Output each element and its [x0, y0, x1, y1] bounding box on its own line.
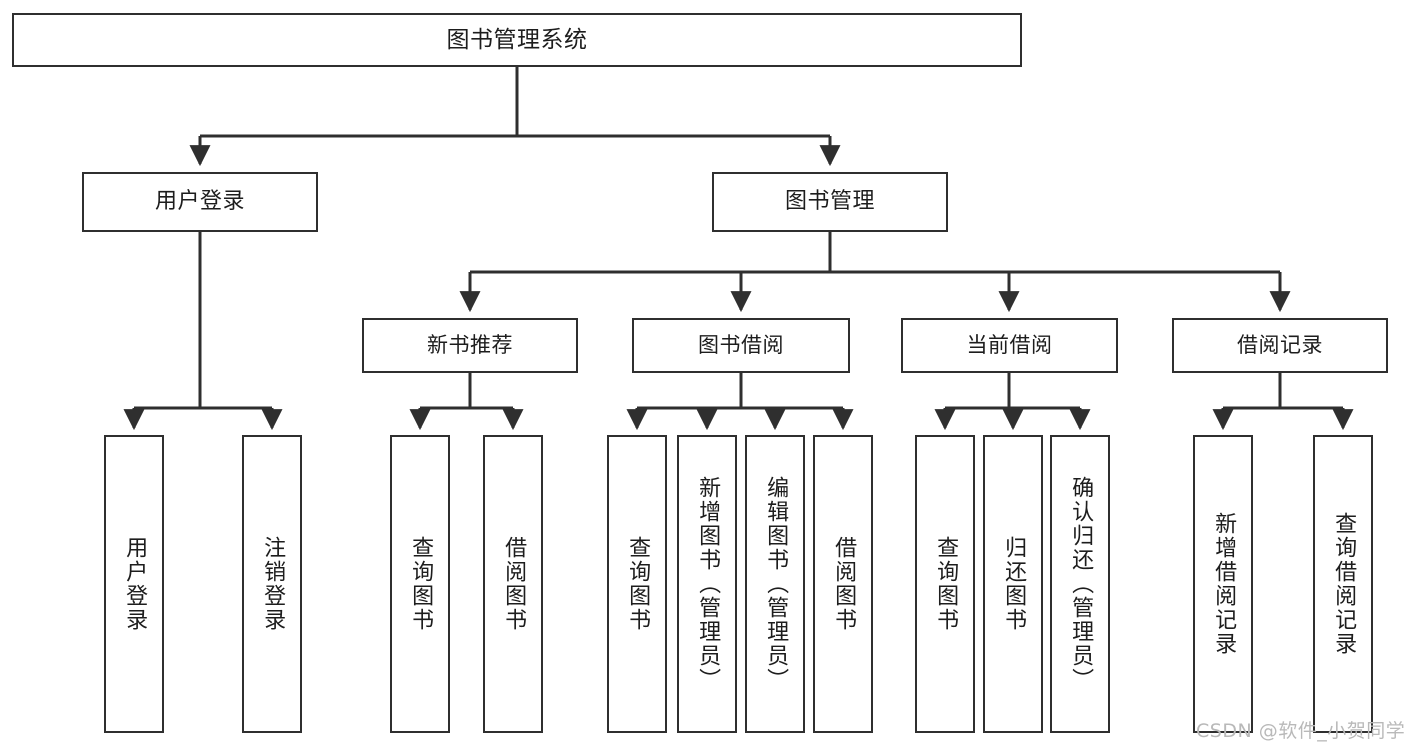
- node-leaf-logout-login-label: 注销登录: [260, 536, 286, 632]
- node-borrow-record-label: 借阅记录: [1237, 332, 1323, 357]
- node-book-borrow-label: 图书借阅: [698, 332, 784, 357]
- node-user-login[interactable]: 用户登录: [82, 172, 318, 232]
- node-leaf-borrow-book-1-label: 借阅图书: [501, 536, 527, 632]
- node-leaf-borrow-book-2[interactable]: 借阅图书: [813, 435, 873, 733]
- node-book-management-label: 图书管理: [784, 188, 875, 214]
- node-new-book-recommend-label: 新书推荐: [427, 332, 513, 357]
- node-leaf-user-login[interactable]: 用户登录: [104, 435, 164, 733]
- node-borrow-record[interactable]: 借阅记录: [1172, 318, 1388, 373]
- node-leaf-add-borrow-record-label: 新增借阅记录: [1211, 512, 1237, 656]
- node-leaf-return-book[interactable]: 归还图书: [983, 435, 1043, 733]
- node-leaf-edit-book[interactable]: 编辑图书（管理员）: [745, 435, 805, 733]
- node-current-borrow-label: 当前借阅: [966, 332, 1053, 357]
- node-leaf-query-borrow-record[interactable]: 查询借阅记录: [1313, 435, 1373, 733]
- node-leaf-query-book-3[interactable]: 查询图书: [915, 435, 975, 733]
- node-book-borrow[interactable]: 图书借阅: [632, 318, 850, 373]
- node-current-borrow[interactable]: 当前借阅: [901, 318, 1118, 373]
- node-leaf-query-book-2[interactable]: 查询图书: [607, 435, 667, 733]
- node-root[interactable]: 图书管理系统: [12, 13, 1022, 67]
- node-book-management[interactable]: 图书管理: [712, 172, 948, 232]
- node-leaf-query-book-1[interactable]: 查询图书: [390, 435, 450, 733]
- node-new-book-recommend[interactable]: 新书推荐: [362, 318, 578, 373]
- node-leaf-logout-login[interactable]: 注销登录: [242, 435, 302, 733]
- node-leaf-edit-book-label: 编辑图书（管理员）: [763, 476, 789, 692]
- node-user-login-label: 用户登录: [154, 188, 245, 214]
- node-leaf-confirm-return[interactable]: 确认归还（管理员）: [1050, 435, 1110, 733]
- node-leaf-confirm-return-label: 确认归还（管理员）: [1068, 476, 1094, 692]
- node-leaf-add-book-label: 新增图书（管理员）: [695, 476, 721, 692]
- node-leaf-return-book-label: 归还图书: [1001, 536, 1027, 632]
- node-leaf-query-book-3-label: 查询图书: [933, 536, 959, 632]
- node-leaf-borrow-book-2-label: 借阅图书: [831, 536, 857, 632]
- node-leaf-query-borrow-record-label: 查询借阅记录: [1331, 512, 1357, 656]
- node-leaf-borrow-book-1[interactable]: 借阅图书: [483, 435, 543, 733]
- node-leaf-add-borrow-record[interactable]: 新增借阅记录: [1193, 435, 1253, 733]
- node-root-label: 图书管理系统: [446, 26, 588, 53]
- node-leaf-query-book-2-label: 查询图书: [625, 536, 651, 632]
- node-leaf-query-book-1-label: 查询图书: [408, 536, 434, 632]
- watermark: CSDN @软件_小贺同学: [1196, 720, 1405, 742]
- node-leaf-user-login-label: 用户登录: [122, 536, 148, 632]
- node-leaf-add-book[interactable]: 新增图书（管理员）: [677, 435, 737, 733]
